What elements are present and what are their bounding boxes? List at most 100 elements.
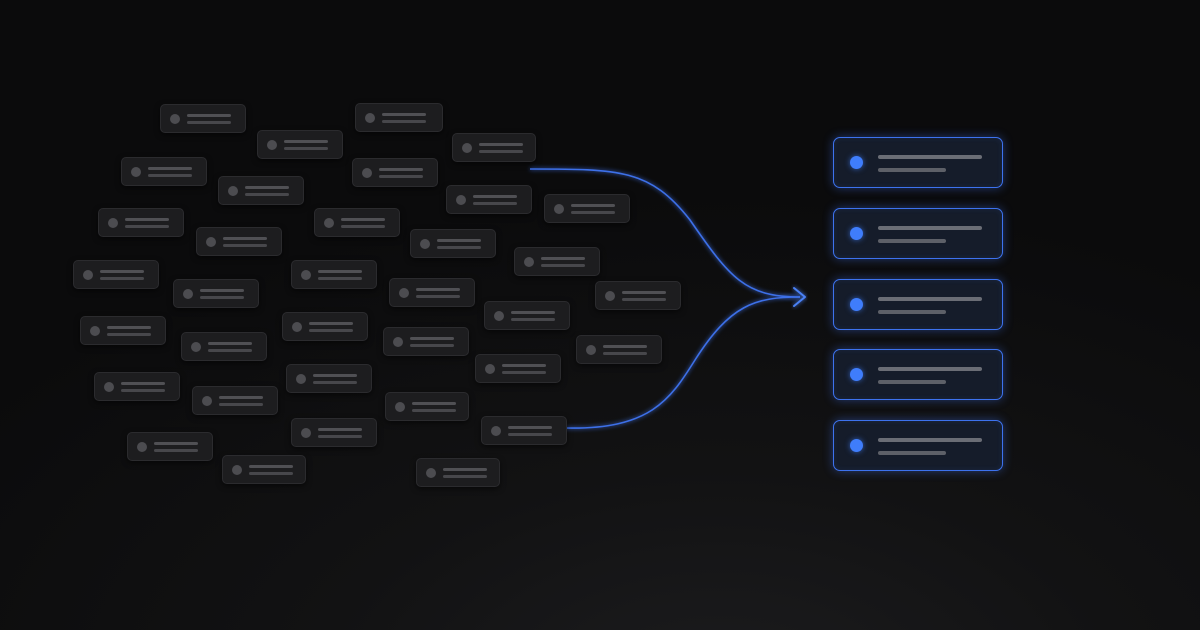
list-item-placeholder-icon bbox=[137, 442, 147, 452]
placeholder-text-line bbox=[412, 409, 456, 412]
input-item-chip bbox=[196, 227, 282, 256]
placeholder-text-line bbox=[603, 352, 647, 355]
list-item-placeholder-icon bbox=[420, 239, 430, 249]
input-item-chip bbox=[98, 208, 184, 237]
placeholder-text-line bbox=[309, 322, 353, 325]
placeholder-text-line bbox=[309, 329, 353, 332]
list-item-placeholder-icon bbox=[108, 218, 118, 228]
list-item-placeholder-icon bbox=[202, 396, 212, 406]
placeholder-text-line bbox=[223, 237, 267, 240]
placeholder-text-line bbox=[245, 193, 289, 196]
input-item-chip bbox=[80, 316, 166, 345]
placeholder-text-line bbox=[878, 438, 982, 442]
placeholder-text-line bbox=[508, 426, 552, 429]
placeholder-text-line bbox=[541, 264, 585, 267]
output-item-dot-icon bbox=[850, 439, 863, 452]
placeholder-text-line bbox=[479, 143, 523, 146]
placeholder-text-line bbox=[379, 168, 423, 171]
list-item-placeholder-icon bbox=[131, 167, 141, 177]
placeholder-text-line bbox=[410, 344, 454, 347]
list-item-placeholder-icon bbox=[292, 322, 302, 332]
placeholder-text-line bbox=[511, 318, 555, 321]
placeholder-text-line bbox=[313, 374, 357, 377]
list-item-placeholder-icon bbox=[267, 140, 277, 150]
list-item-placeholder-icon bbox=[586, 345, 596, 355]
placeholder-text-line bbox=[219, 396, 263, 399]
placeholder-text-line bbox=[318, 277, 362, 280]
placeholder-text-line bbox=[187, 114, 231, 117]
list-item-placeholder-icon bbox=[296, 374, 306, 384]
placeholder-text-line bbox=[107, 333, 151, 336]
placeholder-text-line bbox=[100, 270, 144, 273]
placeholder-text-line bbox=[208, 342, 252, 345]
placeholder-text-line bbox=[313, 381, 357, 384]
output-item-card bbox=[833, 420, 1003, 471]
placeholder-text-line bbox=[318, 270, 362, 273]
placeholder-text-line bbox=[878, 310, 946, 314]
input-item-chip bbox=[544, 194, 630, 223]
input-item-chip bbox=[385, 392, 469, 421]
placeholder-text-line bbox=[100, 277, 144, 280]
list-item-placeholder-icon bbox=[362, 168, 372, 178]
list-item-placeholder-icon bbox=[605, 291, 615, 301]
placeholder-text-line bbox=[622, 298, 666, 301]
list-item-placeholder-icon bbox=[206, 237, 216, 247]
placeholder-text-line bbox=[502, 364, 546, 367]
input-item-chip bbox=[416, 458, 500, 487]
placeholder-text-line bbox=[154, 449, 198, 452]
placeholder-text-line bbox=[125, 225, 169, 228]
list-item-placeholder-icon bbox=[191, 342, 201, 352]
input-item-chip bbox=[257, 130, 343, 159]
input-item-chip bbox=[160, 104, 246, 133]
input-item-chip bbox=[475, 354, 561, 383]
list-item-placeholder-icon bbox=[301, 428, 311, 438]
output-item-dot-icon bbox=[850, 227, 863, 240]
list-item-placeholder-icon bbox=[456, 195, 466, 205]
placeholder-text-line bbox=[245, 186, 289, 189]
placeholder-text-line bbox=[541, 257, 585, 260]
placeholder-text-line bbox=[284, 140, 328, 143]
input-item-chip bbox=[383, 327, 469, 356]
output-item-dot-icon bbox=[850, 298, 863, 311]
input-item-chip bbox=[446, 185, 532, 214]
placeholder-text-line bbox=[416, 288, 460, 291]
input-item-chip bbox=[94, 372, 180, 401]
list-item-placeholder-icon bbox=[399, 288, 409, 298]
placeholder-text-line bbox=[571, 204, 615, 207]
list-item-placeholder-icon bbox=[491, 426, 501, 436]
placeholder-text-line bbox=[410, 337, 454, 340]
placeholder-text-line bbox=[878, 155, 982, 159]
output-item-card bbox=[833, 349, 1003, 400]
placeholder-text-line bbox=[223, 244, 267, 247]
placeholder-text-line bbox=[416, 295, 460, 298]
placeholder-text-line bbox=[318, 428, 362, 431]
placeholder-text-line bbox=[107, 326, 151, 329]
input-item-chip bbox=[127, 432, 213, 461]
list-item-placeholder-icon bbox=[324, 218, 334, 228]
input-item-chip bbox=[595, 281, 681, 310]
output-item-card bbox=[833, 137, 1003, 188]
placeholder-text-line bbox=[479, 150, 523, 153]
placeholder-text-line bbox=[473, 202, 517, 205]
placeholder-text-line bbox=[148, 167, 192, 170]
placeholder-text-line bbox=[437, 246, 481, 249]
input-item-chip bbox=[452, 133, 536, 162]
input-item-chip bbox=[514, 247, 600, 276]
placeholder-text-line bbox=[125, 218, 169, 221]
output-item-dot-icon bbox=[850, 156, 863, 169]
list-item-placeholder-icon bbox=[183, 289, 193, 299]
input-item-chip bbox=[73, 260, 159, 289]
output-item-card bbox=[833, 208, 1003, 259]
placeholder-text-line bbox=[443, 475, 487, 478]
list-item-placeholder-icon bbox=[232, 465, 242, 475]
list-item-placeholder-icon bbox=[104, 382, 114, 392]
placeholder-text-line bbox=[249, 465, 293, 468]
list-item-placeholder-icon bbox=[554, 204, 564, 214]
placeholder-text-line bbox=[437, 239, 481, 242]
input-item-chip bbox=[181, 332, 267, 361]
placeholder-text-line bbox=[208, 349, 252, 352]
input-item-chip bbox=[352, 158, 438, 187]
placeholder-text-line bbox=[443, 468, 487, 471]
placeholder-text-line bbox=[200, 289, 244, 292]
